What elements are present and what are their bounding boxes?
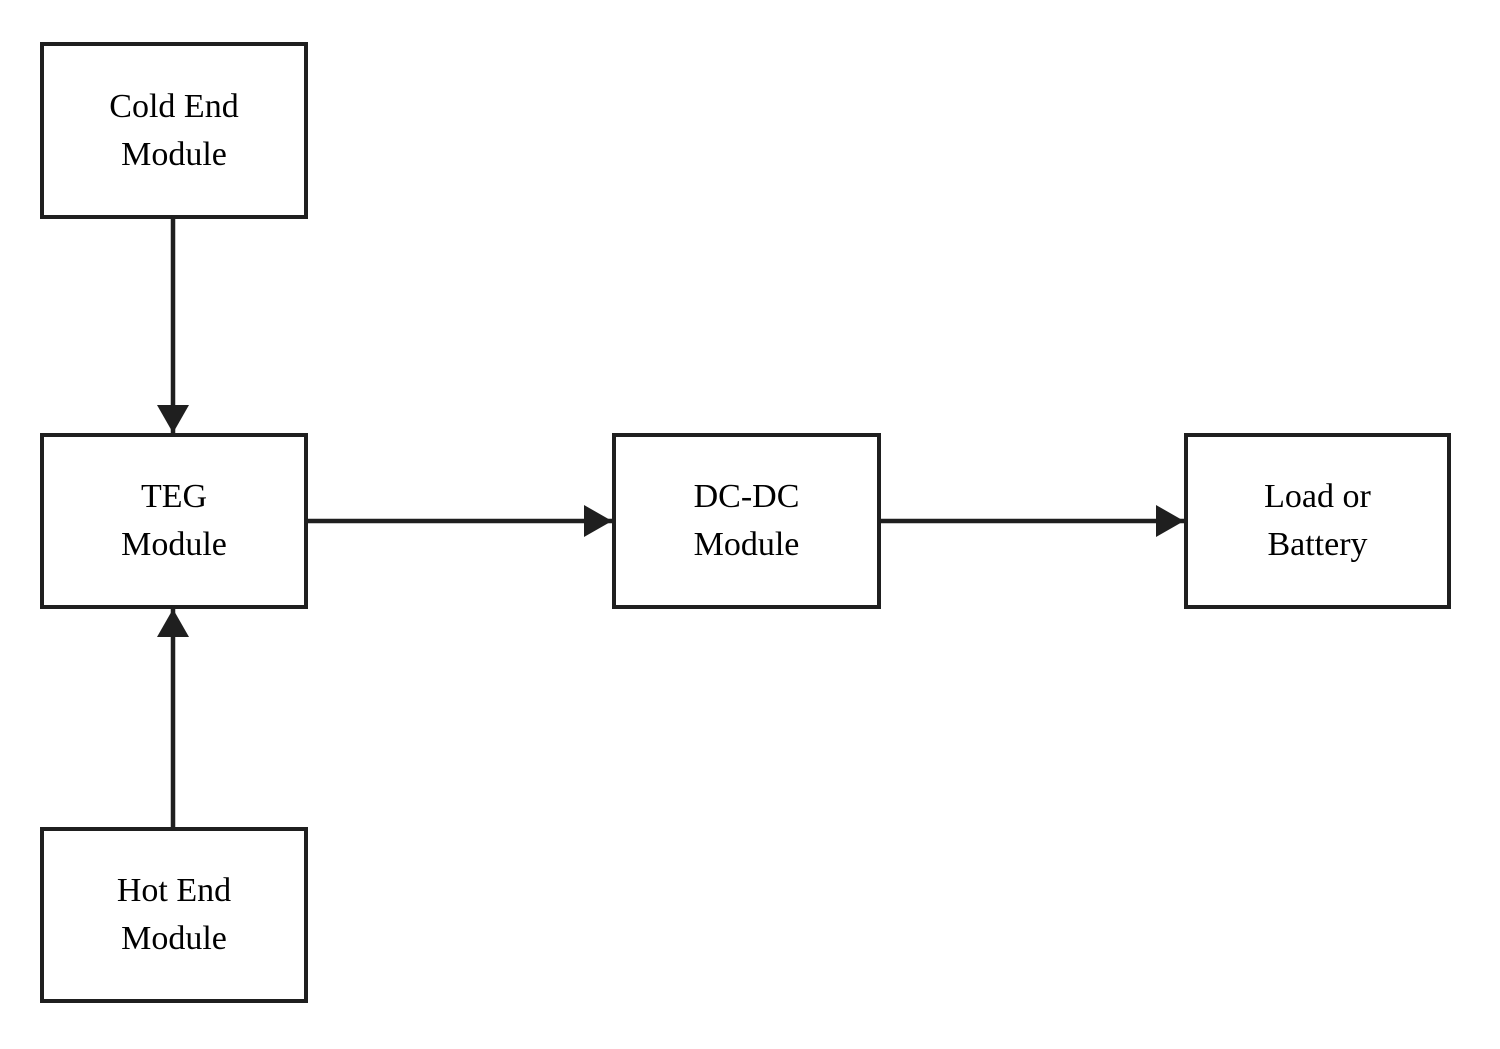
node-load-or-battery-label: Load or Battery — [1264, 478, 1371, 563]
node-dc-dc-module-label: DC-DC Module — [693, 478, 800, 563]
node-teg-module-label: TEG Module — [121, 478, 227, 563]
node-load-or-battery: Load or Battery — [1184, 433, 1451, 609]
node-cold-end-module-label: Cold End Module — [109, 87, 239, 173]
node-hot-end-module-label: Hot End Module — [116, 872, 232, 957]
node-teg-module: TEG Module — [40, 433, 308, 609]
node-hot-end-module: Hot End Module — [40, 827, 308, 1003]
node-dc-dc-module: DC-DC Module — [612, 433, 881, 609]
node-cold-end-module: Cold End Module — [40, 42, 308, 219]
